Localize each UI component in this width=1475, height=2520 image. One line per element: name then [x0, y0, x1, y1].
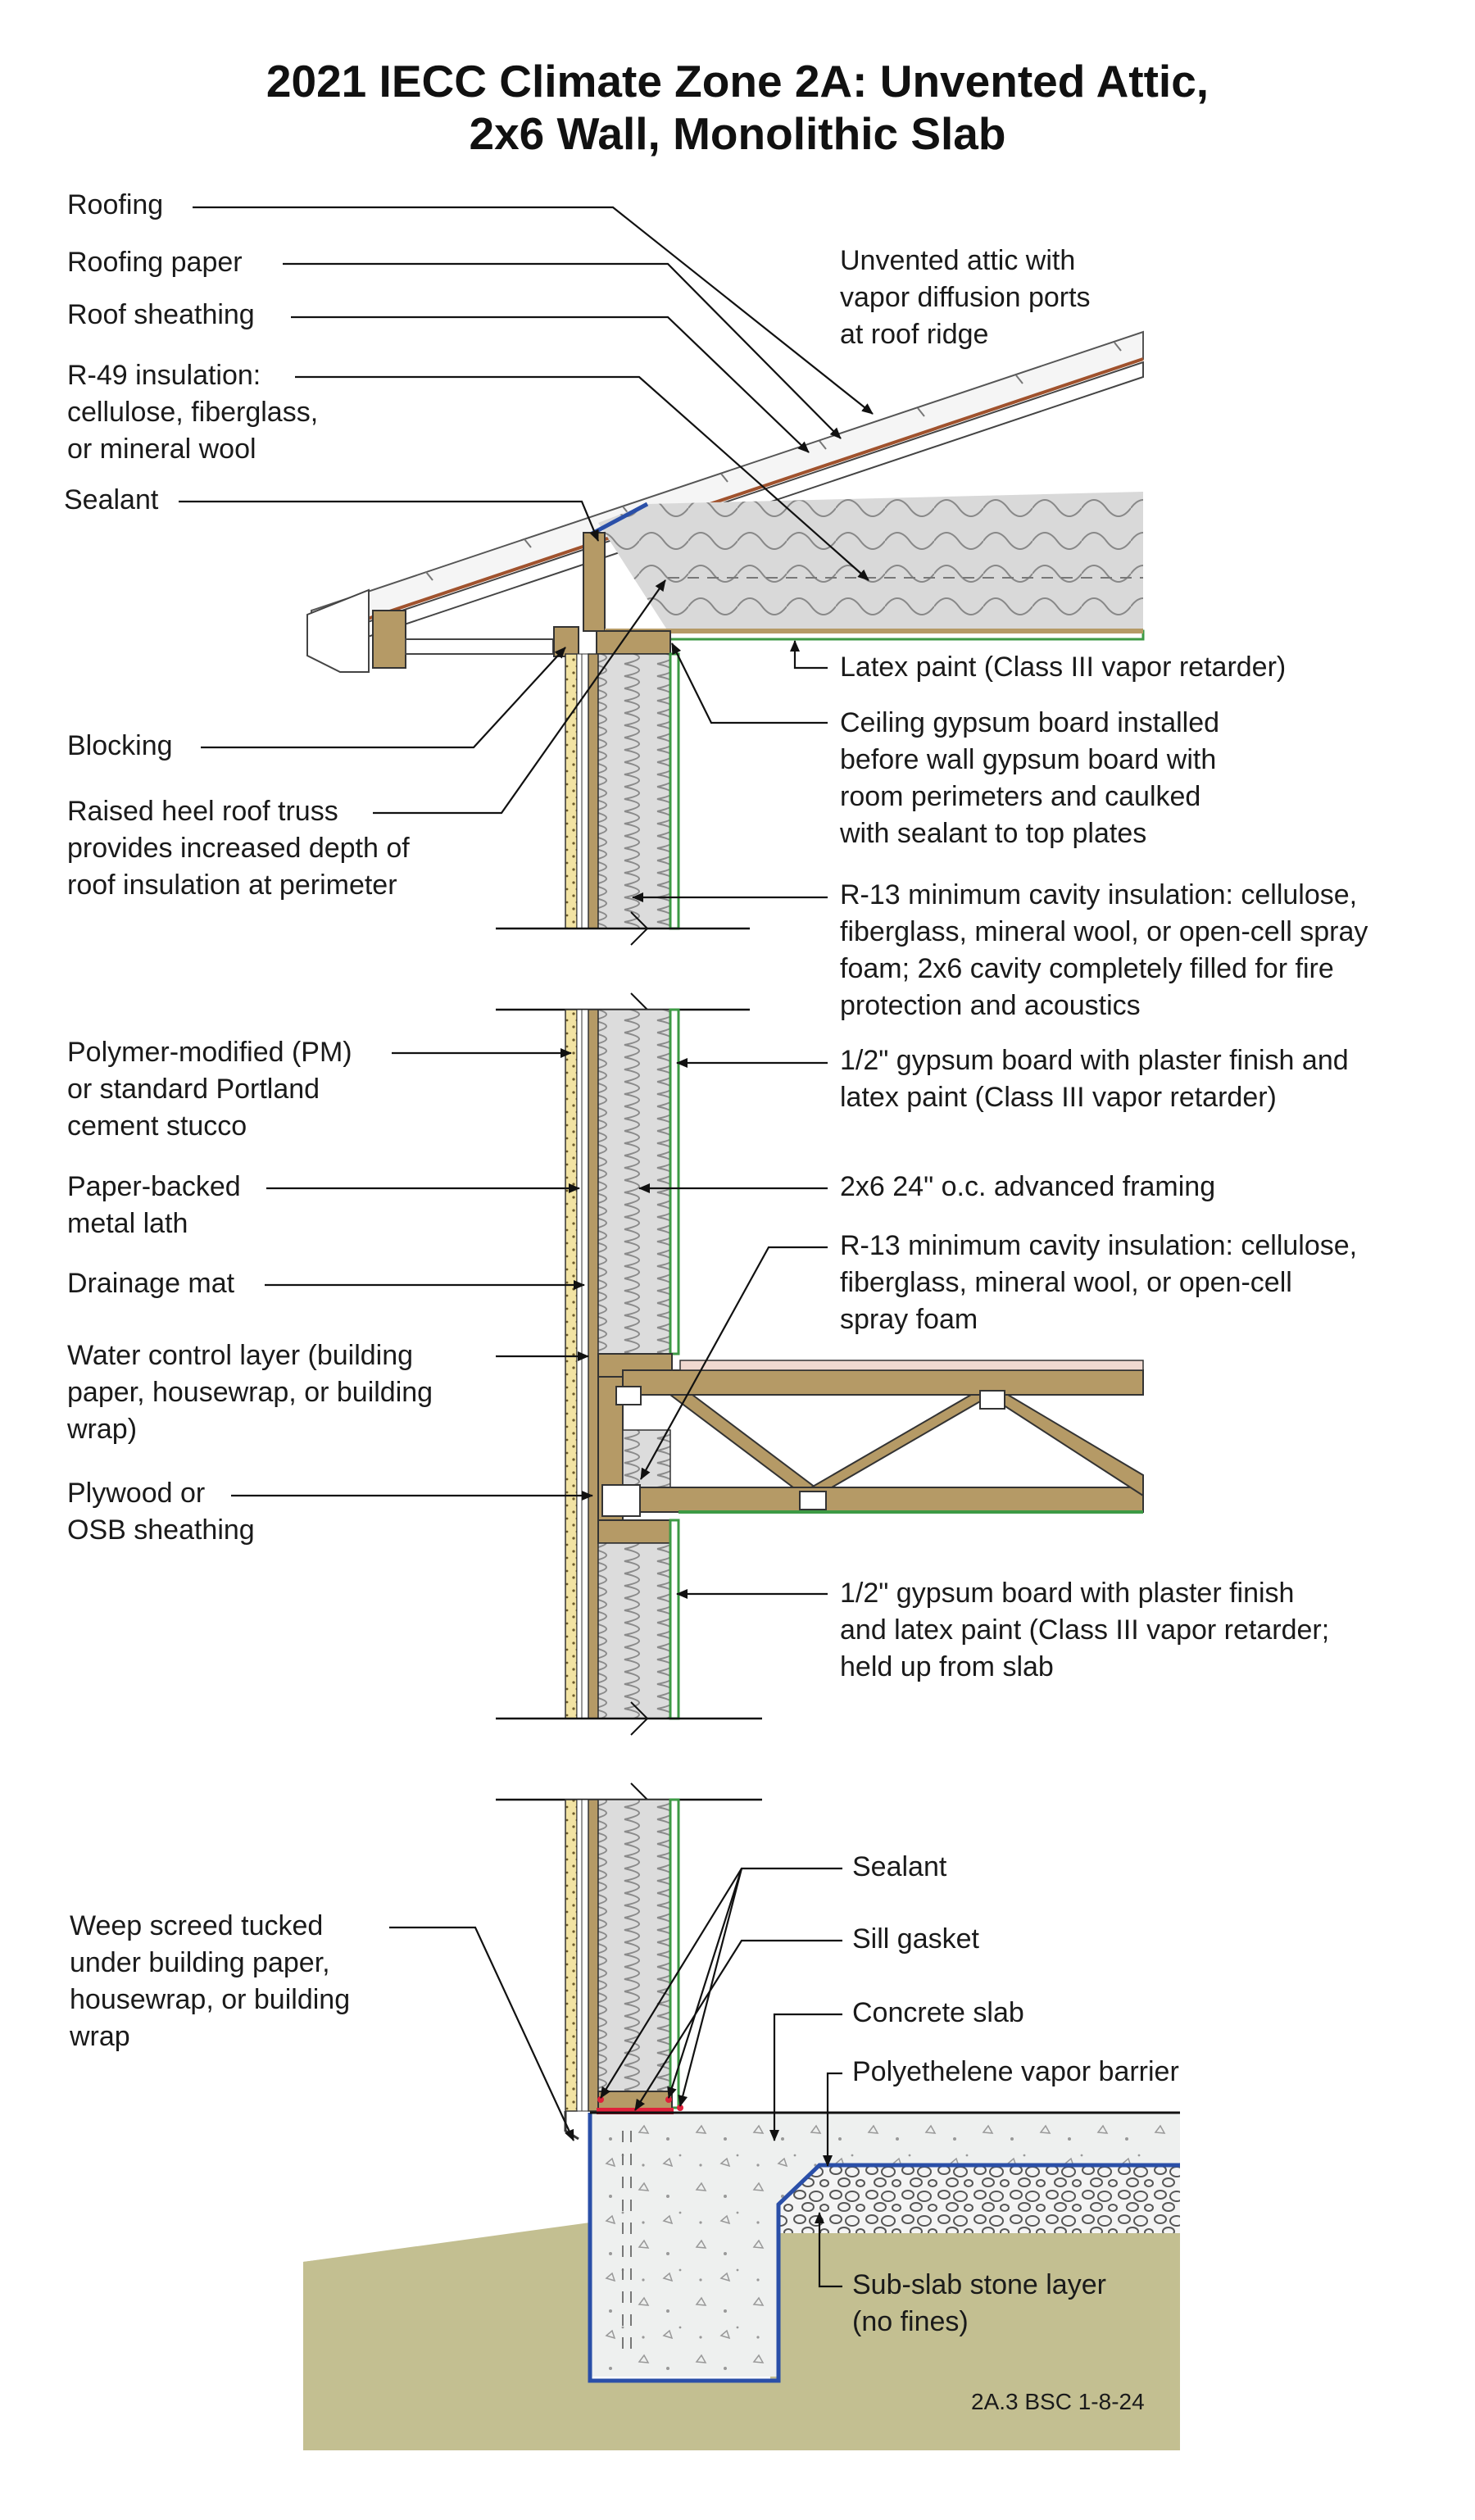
- label-blocking: Blocking: [67, 730, 173, 761]
- raised-heel-truss: [583, 532, 606, 632]
- attic-insulation: [598, 492, 1143, 631]
- soffit: [405, 638, 554, 655]
- leader-r49: [295, 375, 869, 581]
- label-framing: 2x6 24" o.c. advanced framing: [840, 1171, 1216, 1202]
- sheathing-upper: [588, 653, 599, 929]
- lath-lower: [576, 1799, 583, 2112]
- leader-concrete-slab: [769, 2013, 842, 2141]
- label-r13-mid: R-13 minimum cavity insulation: cellulos…: [840, 1230, 1358, 1335]
- label-concrete-slab: Concrete slab: [852, 1997, 1024, 2028]
- leader-poly-barrier: [823, 2072, 842, 2167]
- label-weep-screed: Weep screed tucked under building paper,…: [70, 1910, 351, 2052]
- label-unvented-attic: Unvented attic with vapor diffusion port…: [840, 245, 1091, 350]
- diagram-title-line-2: 2x6 Wall, Monolithic Slab: [469, 108, 1006, 159]
- label-r13-upper: R-13 minimum cavity insulation: cellulos…: [840, 879, 1368, 1021]
- cavity-insulation-lower: [597, 1542, 671, 1719]
- stucco-upper: [565, 653, 578, 929]
- top-plate: [596, 630, 671, 655]
- blocking: [553, 626, 579, 657]
- drainage-mat-mid: [581, 1009, 589, 1719]
- leader-roofing-paper: [283, 262, 842, 439]
- roofing-paper-line: [311, 357, 1144, 639]
- subfloor: [679, 1360, 1144, 1371]
- gypsum-bottom: [669, 1798, 680, 2109]
- leader-roofing: [193, 206, 874, 415]
- leader-r13-mid: [640, 1246, 828, 1480]
- cavity-insulation-bottom: [597, 1799, 671, 2092]
- label-paper-lath: Paper-backed metal lath: [67, 1171, 241, 1239]
- label-sealant-bottom: Sealant: [852, 1851, 947, 1882]
- diagram-title-line-1: 2021 IECC Climate Zone 2A: Unvented Atti…: [266, 56, 1210, 107]
- sill-plate: [597, 2091, 673, 2110]
- floor-truss-bottom-chord: [622, 1487, 1144, 1513]
- leader-sealant-top: [179, 500, 600, 542]
- leader-roof-sheathing: [291, 316, 810, 453]
- label-gypsum-upper: 1/2" gypsum board with plaster finish an…: [840, 1045, 1349, 1113]
- label-drainage: Drainage mat: [67, 1268, 235, 1299]
- label-roof-sheathing: Roof sheathing: [67, 299, 255, 330]
- drawing-id: 2A.3 BSC 1-8-24: [971, 2389, 1145, 2414]
- fascia: [306, 588, 370, 673]
- leader-raised-heel: [373, 579, 666, 815]
- cavity-insulation-upper: [597, 653, 671, 929]
- label-sill-gasket: Sill gasket: [852, 1923, 979, 1955]
- poly-vapor-barrier: [588, 2113, 1180, 2383]
- gypsum-mid: [669, 1008, 680, 1355]
- label-gypsum-lower: 1/2" gypsum board with plaster finish an…: [840, 1578, 1330, 1682]
- bottom-plate-floor: [597, 1519, 673, 1544]
- stucco-lower: [565, 1799, 578, 2112]
- label-ceiling-gypsum: Ceiling gypsum board installed before wa…: [840, 707, 1220, 849]
- stucco-mid: [565, 1009, 578, 1719]
- leader-stone-layer: [815, 2212, 842, 2288]
- label-roofing: Roofing: [67, 189, 164, 220]
- leader-blocking: [201, 647, 566, 749]
- label-raised-heel: Raised heel roof truss provides increase…: [67, 796, 410, 901]
- label-roofing-paper: Roofing paper: [67, 247, 243, 278]
- gypsum-lower: [669, 1519, 680, 1720]
- lath-upper: [576, 653, 583, 929]
- label-polymer: Polymer-modified (PM) or standard Portla…: [67, 1037, 352, 1142]
- label-poly-barrier: Polyethelene vapor barrier: [852, 2056, 1179, 2087]
- leader-ceiling-gypsum: [671, 642, 828, 724]
- eave-block: [372, 610, 406, 669]
- label-plywood: Plywood or OSB sheathing: [67, 1478, 255, 1546]
- label-water-control: Water control layer (building paper, hou…: [67, 1340, 433, 1445]
- leader-sill-gasket: [634, 1939, 842, 2111]
- label-sealant-top: Sealant: [64, 484, 159, 515]
- label-r49: R-49 insulation: cellulose, fiberglass, …: [67, 360, 319, 465]
- sheathing-lower: [588, 1799, 599, 2112]
- label-stone-layer: Sub-slab stone layer (no fines): [852, 2269, 1106, 2337]
- lath-mid: [576, 1009, 583, 1719]
- floor-truss-top-chord: [622, 1369, 1144, 1396]
- stone-layer: [778, 2164, 1180, 2233]
- cavity-insulation-mid: [597, 1009, 671, 1355]
- leader-latex-paint: [790, 640, 828, 670]
- gypsum-upper: [669, 652, 680, 930]
- label-latex-paint: Latex paint (Class III vapor retarder): [840, 652, 1287, 683]
- sill-gasket-strip: [597, 2108, 674, 2114]
- concrete-slab: [590, 2114, 1180, 2377]
- drainage-mat-lower: [581, 1799, 589, 2112]
- leader-weep-screed: [389, 1926, 574, 2141]
- sheathing-mid: [588, 1009, 599, 1719]
